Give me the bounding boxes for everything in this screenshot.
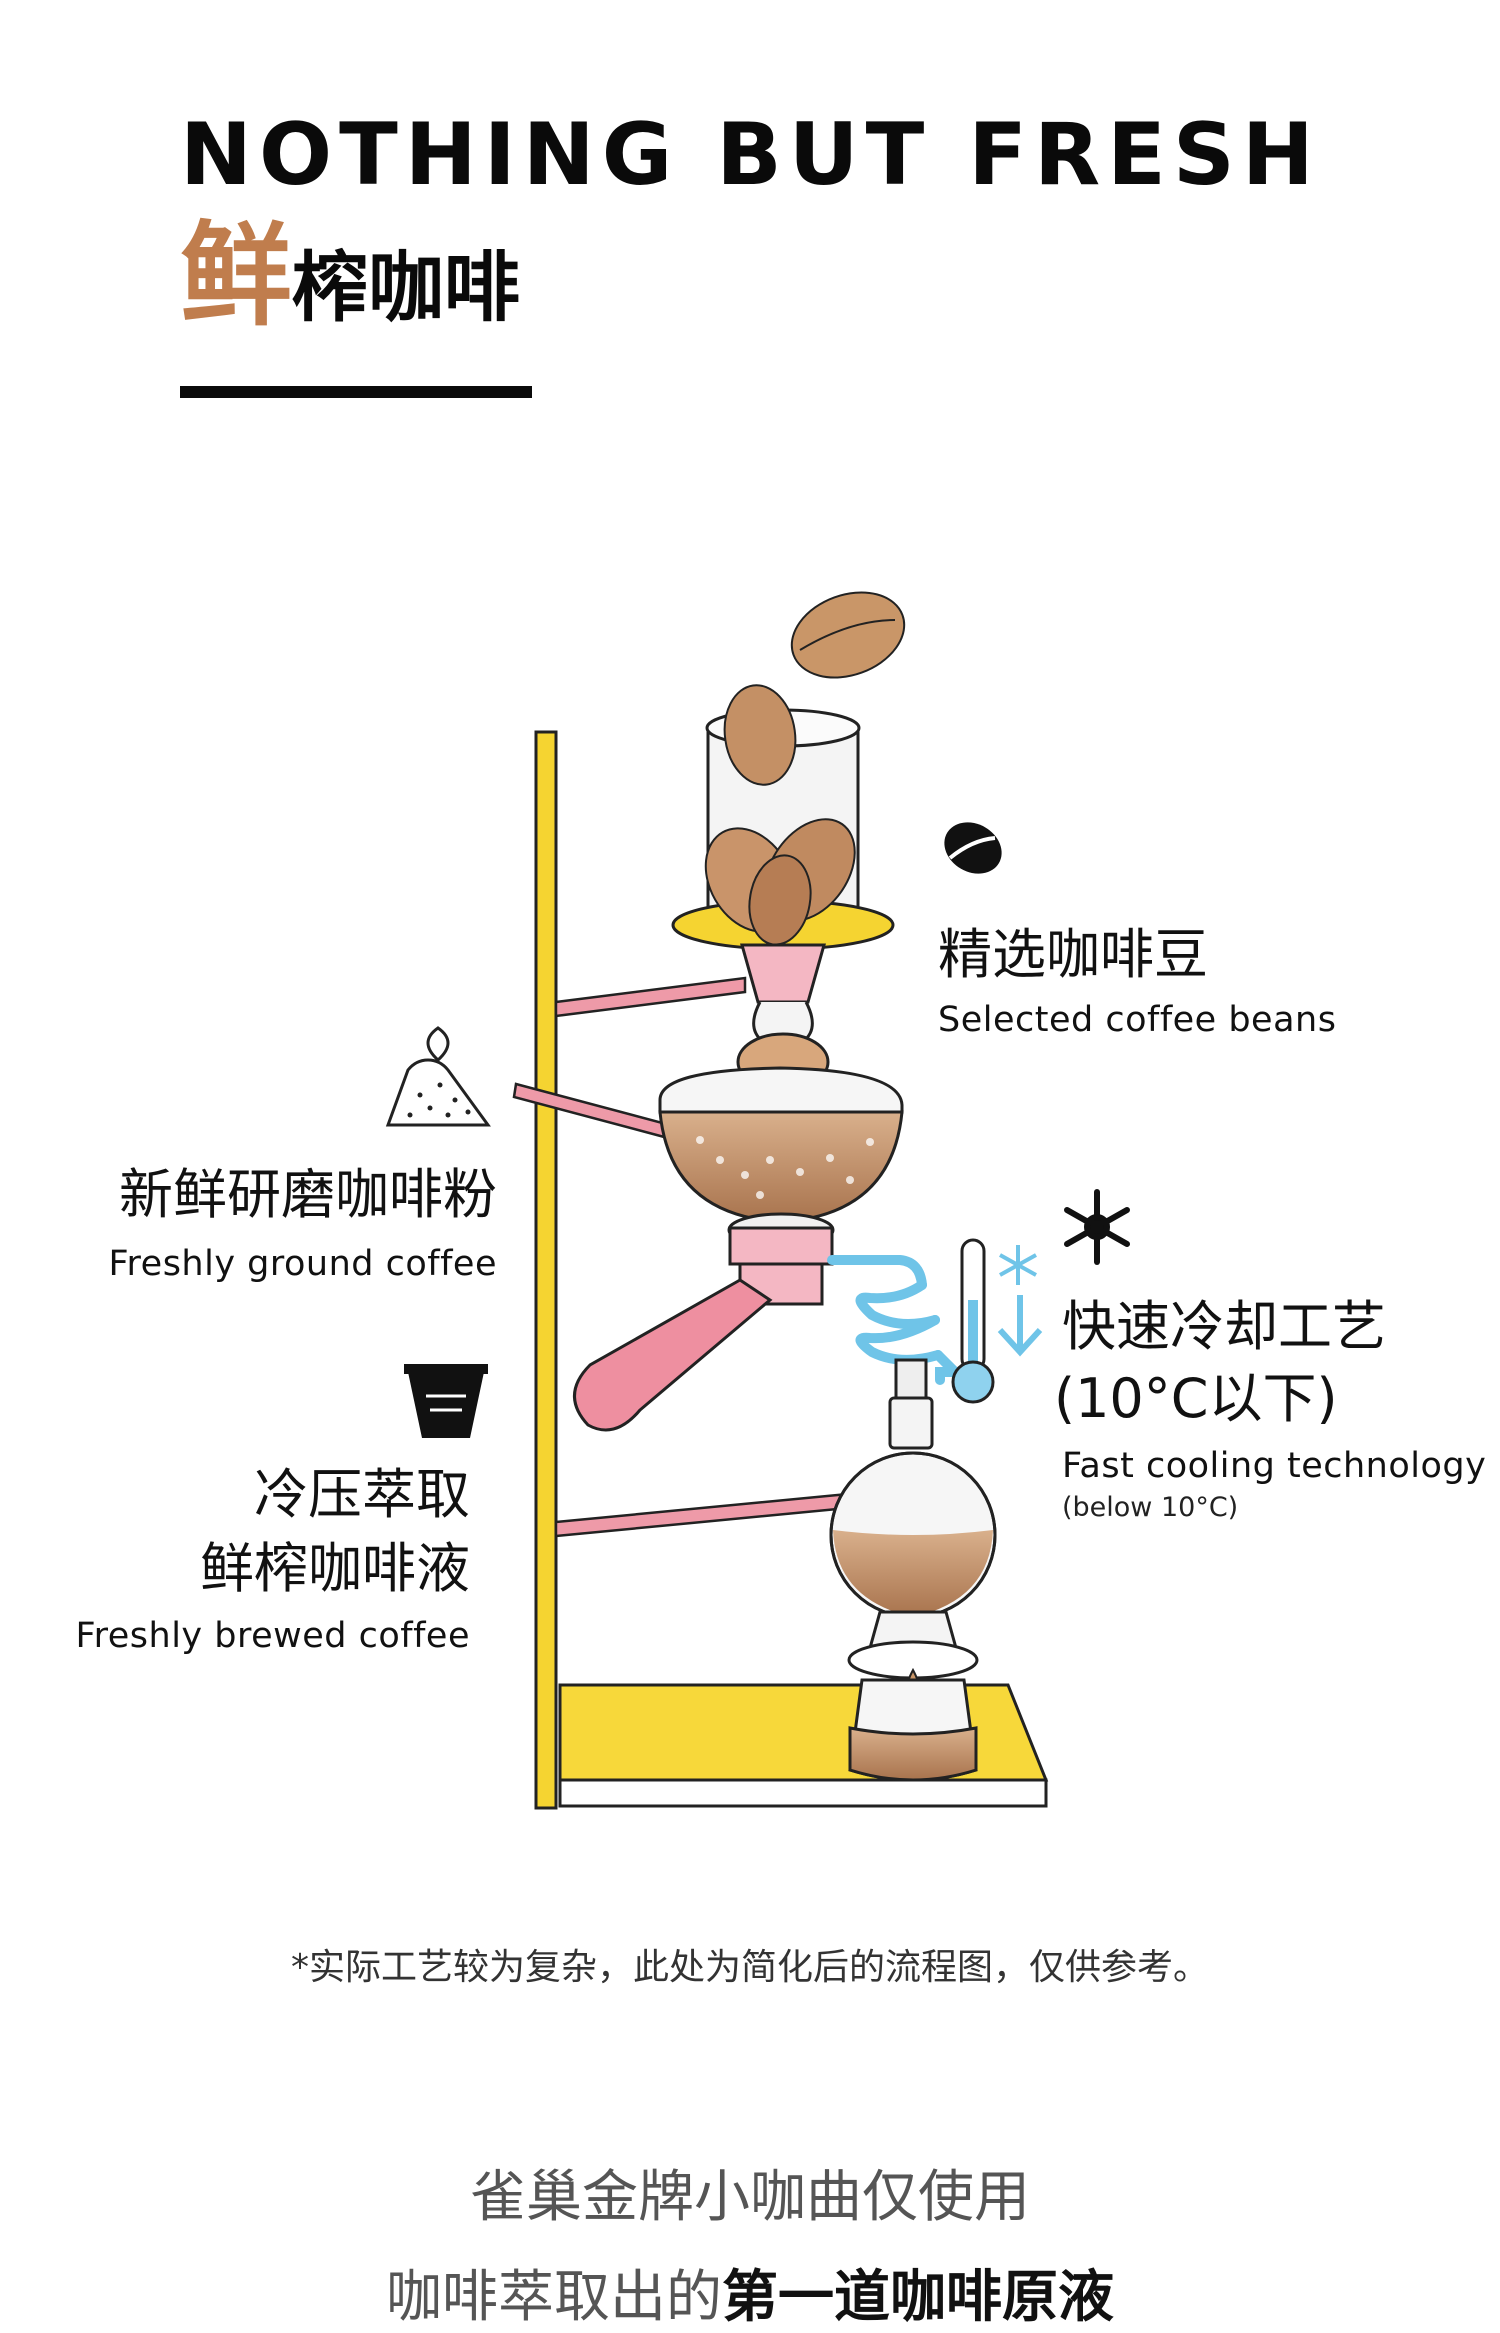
siphon-flask (829, 1358, 997, 1782)
ground-label-en: Freshly ground coffee (108, 1244, 497, 1284)
bean-hopper (671, 684, 895, 951)
stand-pole (534, 730, 558, 1810)
cooling-label-zh: 快速冷却工艺 (1062, 1295, 1386, 1358)
beans-label-zh: 精选咖啡豆 (938, 923, 1208, 986)
beans-label-en: Selected coffee beans (938, 1000, 1337, 1040)
cooling-coil (827, 1255, 968, 1385)
title-underline (180, 386, 532, 398)
thermometer-icon (951, 1238, 995, 1404)
disclaimer-note: *实际工艺较为复杂，此处为简化后的流程图，仅供参考。 (290, 1947, 1209, 1988)
falling-bean (790, 591, 906, 679)
small-snowflake-icon (999, 1245, 1037, 1285)
brew-label-zh-2: 鲜榨咖啡液 (200, 1537, 470, 1600)
cooling-label-en-note: (below 10°C) (1062, 1492, 1239, 1523)
snowflake-icon (1064, 1189, 1130, 1265)
bottom-text-line1: 雀巢金牌小咖曲仅使用 (470, 2165, 1030, 2230)
portafilter (573, 1212, 835, 1432)
title-english: NOTHING BUT FRESH (180, 105, 1321, 205)
bottom-text-line2-prefix: 咖啡萃取出的 (386, 2265, 722, 2330)
bottom-text-line2-bold: 第一道咖啡原液 (722, 2265, 1114, 2330)
brew-label-en: Freshly brewed coffee (75, 1616, 470, 1656)
ground-coffee-pile-icon (385, 1026, 491, 1127)
coffee-cup-icon (404, 1364, 488, 1438)
title-chinese-accent: 鲜 (180, 211, 292, 341)
grinder-bowl (658, 1066, 904, 1224)
brew-label-zh-1: 冷压萃取 (254, 1463, 470, 1526)
bottom-text-line2: 咖啡萃取出的第一道咖啡原液 (0, 2252, 1500, 2333)
ground-label-zh: 新鲜研磨咖啡粉 (119, 1163, 497, 1226)
title-chinese-rest: 榨咖啡 (292, 243, 520, 332)
cooling-arrow-icon (997, 1295, 1043, 1357)
cooling-label-en: Fast cooling technology (1062, 1446, 1487, 1486)
coffee-bean-icon (944, 822, 1002, 874)
title-chinese: 鲜榨咖啡 (180, 220, 520, 332)
cooling-label-zh-temp: (10°C以下) (1054, 1367, 1338, 1430)
